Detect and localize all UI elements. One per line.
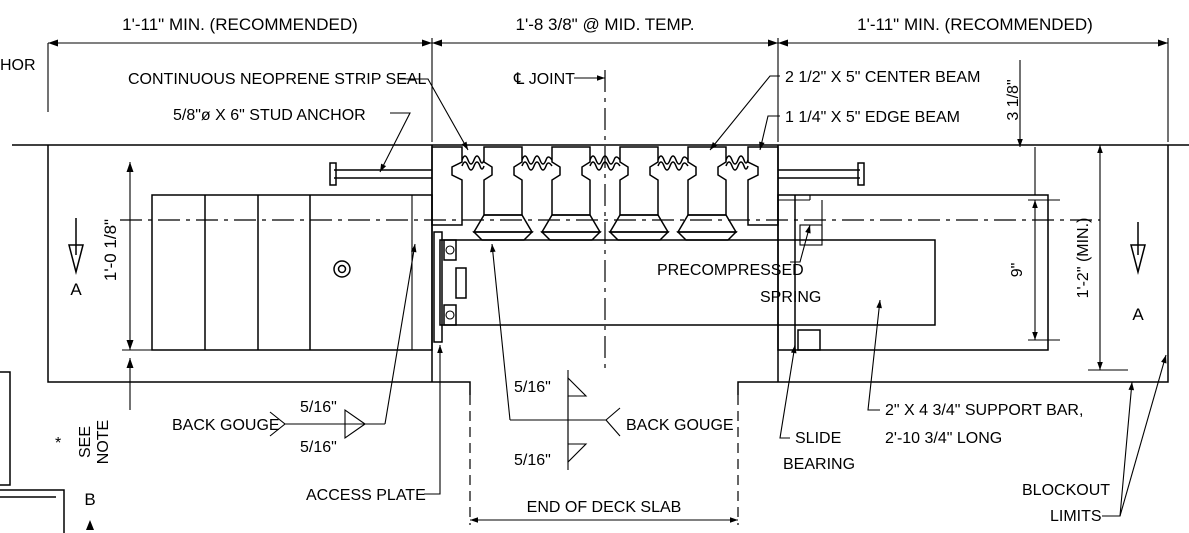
concrete-outline [0, 144, 1189, 533]
section-b-marker: B [84, 490, 96, 530]
callout-neoprene-seal: CONTINUOUS NEOPRENE STRIP SEAL [128, 71, 469, 151]
left-height-dimension: 1'-0 1/8" [101, 162, 160, 410]
dim-right-top: 1'-11" MIN. (RECOMMENDED) [857, 15, 1093, 34]
right-support-box [777, 194, 1049, 351]
see-note: * SEE NOTE [55, 420, 112, 464]
label-joint-cl: ℄ JOINT [513, 71, 575, 88]
dim-right-outer: 1'-2" (MIN.) [1075, 218, 1092, 299]
dim-right-small: 3 1/8" [1005, 79, 1022, 120]
callout-edge-beam: 1 1/4" X 5" EDGE BEAM [759, 109, 960, 151]
weld-symbol-left: BACK GOUGE 5/16" 5/16" [172, 243, 417, 456]
dim-right-inner: 9" [1009, 263, 1026, 278]
right-dimensions: 3 1/8" 9" 1'-2" (MIN.) [1005, 60, 1128, 371]
label-center-beam: 2 1/2" X 5" CENTER BEAM [785, 69, 980, 86]
center-beam-4 [676, 146, 738, 241]
weld-symbol-middle: BACK GOUGE 5/16" 5/16" [490, 243, 734, 470]
callout-end-of-deck: END OF DECK SLAB [470, 499, 738, 523]
callout-joint-centerline: ℄ JOINT [513, 71, 605, 88]
center-beam-2 [540, 146, 602, 241]
callout-center-beam: 2 1/2" X 5" CENTER BEAM [709, 69, 980, 151]
label-slide-line1: SLIDE [795, 430, 841, 447]
label-blockout-line2: LIMITS [1050, 508, 1102, 525]
section-a-left-label: A [70, 280, 82, 299]
weld-left-bottom: 5/16" [300, 439, 337, 456]
callout-support-bar: 2" X 4 3/4" SUPPORT BAR, 2'-10 3/4" LONG [867, 299, 1083, 447]
label-see-note-note: NOTE [95, 420, 112, 464]
label-neoprene-seal: CONTINUOUS NEOPRENE STRIP SEAL [128, 71, 427, 88]
neoprene-seals [461, 155, 749, 171]
support-bar [433, 231, 936, 343]
label-back-gouge-right: BACK GOUGE [626, 417, 734, 434]
dim-left-height: 1'-0 1/8" [101, 219, 120, 281]
edge-beam-left [431, 146, 463, 226]
callout-blockout-limits: BLOCKOUT LIMITS [1022, 354, 1167, 525]
label-edge-beam: 1 1/4" X 5" EDGE BEAM [785, 109, 960, 126]
label-slide-line2: BEARING [783, 456, 855, 473]
label-spring-line1: PRECOMPRESSED [657, 262, 804, 279]
callout-stud-anchor: 5/8"ø X 6" STUD ANCHOR [173, 107, 411, 173]
weld-mid-top: 5/16" [514, 379, 551, 396]
section-b-label: B [84, 490, 95, 509]
section-a-right-marker: A [1130, 222, 1146, 324]
callout-slide-bearing: SLIDE BEARING [779, 344, 855, 473]
callout-access-plate: ACCESS PLATE [306, 345, 443, 504]
label-access-plate: ACCESS PLATE [306, 487, 426, 504]
label-end-of-deck: END OF DECK SLAB [527, 499, 682, 516]
center-beam-1 [472, 146, 534, 241]
edge-beam-right [747, 146, 779, 226]
label-blockout-line1: BLOCKOUT [1022, 482, 1110, 499]
label-spring-line2: SPRING [760, 289, 821, 306]
label-see-note-see: SEE [77, 426, 94, 458]
dim-left-top: 1'-11" MIN. (RECOMMENDED) [122, 15, 358, 34]
callout-precompressed-spring: PRECOMPRESSED SPRING [657, 224, 821, 306]
top-dimension-chain: 1'-11" MIN. (RECOMMENDED) 1'-8 3/8" @ MI… [0, 15, 1169, 142]
stud-anchor-left [329, 162, 432, 186]
stud-anchor-right [778, 162, 865, 186]
weld-mid-bottom: 5/16" [514, 452, 551, 469]
label-support-bar-line2: 2'-10 3/4" LONG [885, 430, 1002, 447]
label-support-bar-line1: 2" X 4 3/4" SUPPORT BAR, [885, 402, 1083, 419]
label-stud-anchor: 5/8"ø X 6" STUD ANCHOR [173, 107, 366, 124]
label-see-note-star: * [55, 435, 61, 452]
label-back-gouge-left: BACK GOUGE [172, 417, 280, 434]
dim-middle-top: 1'-8 3/8" @ MID. TEMP. [516, 15, 695, 34]
centerlines [120, 70, 1100, 370]
truncated-label: HOR [0, 57, 36, 74]
left-support-box [151, 194, 433, 351]
center-beam-3 [608, 146, 670, 241]
section-a-left-marker: A [68, 218, 84, 299]
bolt-icon [333, 260, 351, 278]
weld-left-top: 5/16" [300, 399, 337, 416]
section-a-right-label: A [1132, 305, 1144, 324]
